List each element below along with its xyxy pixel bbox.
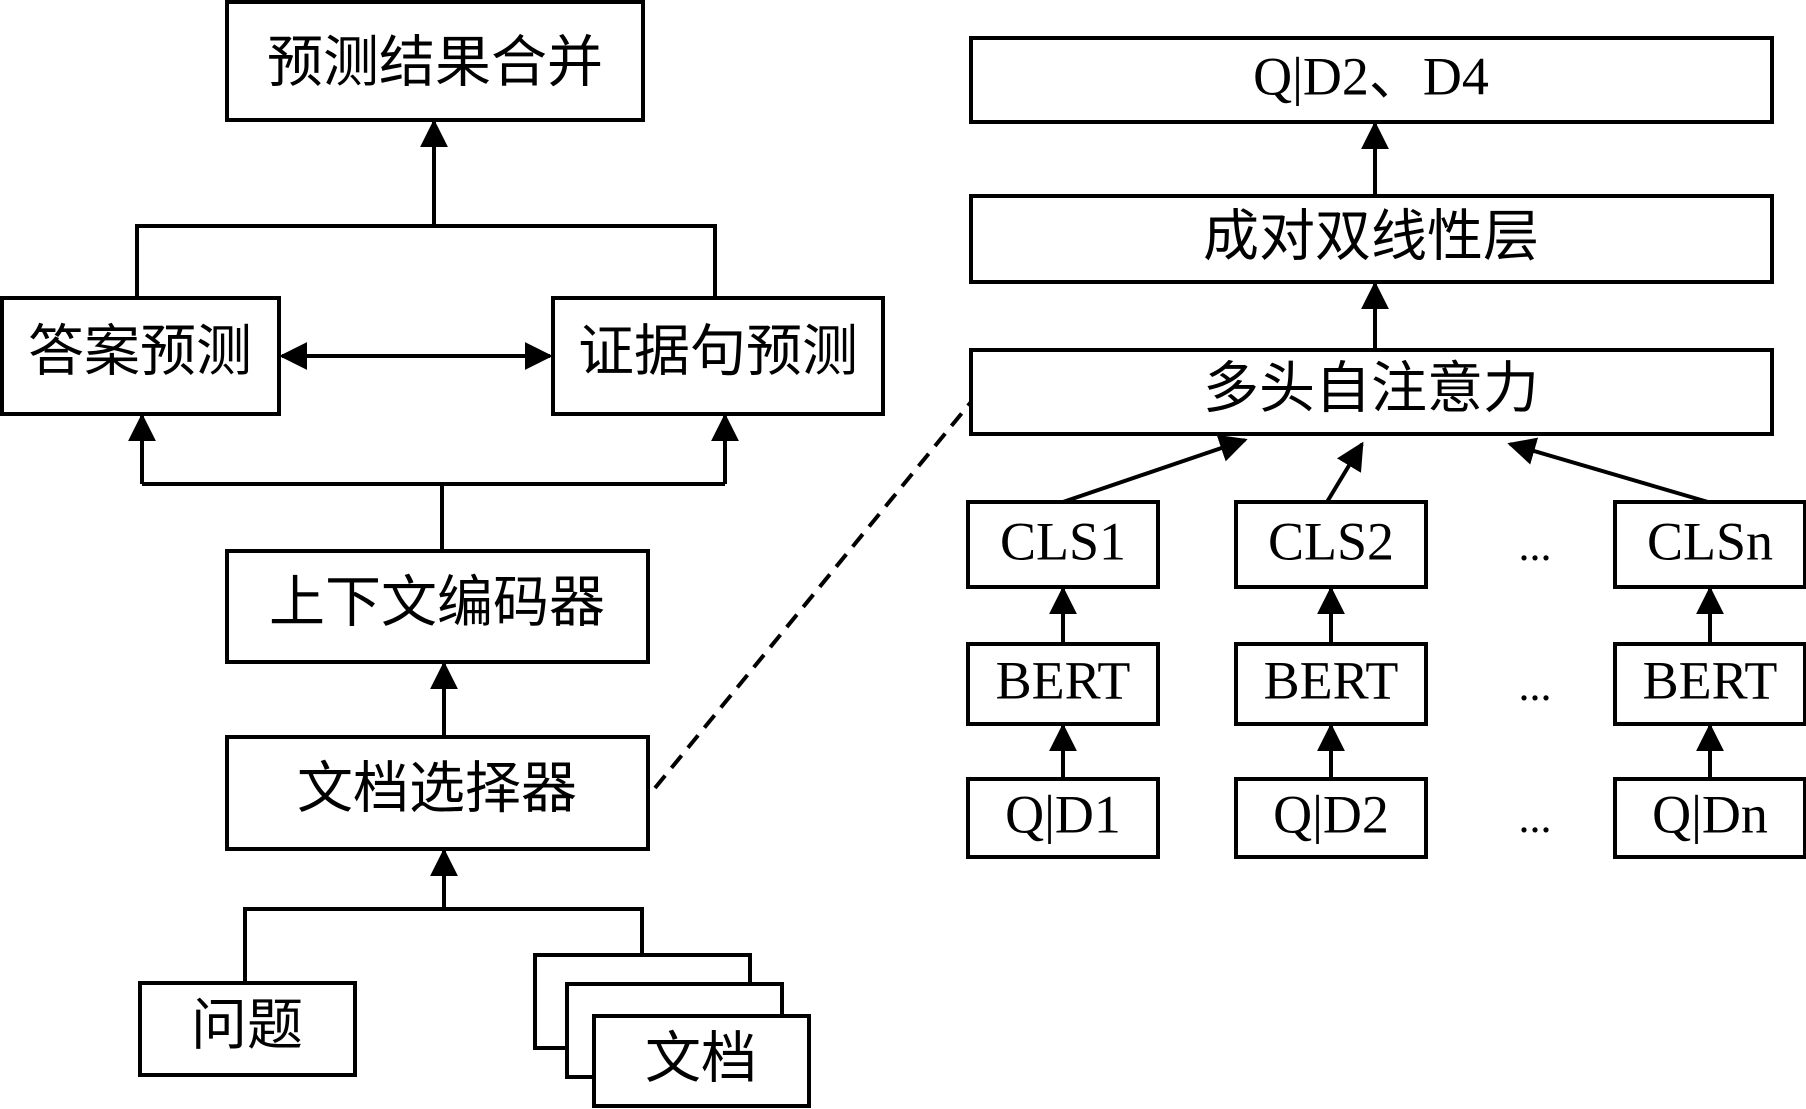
left-pipeline: 预测结果合并 答案预测 证据句预测 上下文编码器 文档选择器 问题 bbox=[0, 0, 973, 1108]
self-attention-node: 多头自注意力 bbox=[969, 348, 1774, 436]
documents-label: 文档 bbox=[645, 1027, 757, 1092]
bert-n-label: BERT bbox=[1643, 650, 1778, 710]
ellipsis-input: ... bbox=[1519, 793, 1552, 842]
input-n-label: Q|Dn bbox=[1652, 784, 1768, 844]
output-label: Q|D2、D4 bbox=[1253, 46, 1489, 106]
answer-prediction-label: 答案预测 bbox=[28, 320, 252, 385]
context-encoder-label: 上下文编码器 bbox=[269, 571, 605, 636]
output-node: Q|D2、D4 bbox=[969, 36, 1774, 124]
merge-label: 预测结果合并 bbox=[267, 31, 603, 96]
input-2-label: Q|D2 bbox=[1273, 784, 1389, 844]
column-2: CLS2 BERT Q|D2 bbox=[1234, 500, 1428, 859]
ellipsis-bert: ... bbox=[1519, 661, 1552, 710]
evidence-prediction-node: 证据句预测 bbox=[551, 296, 885, 416]
merge-node: 预测结果合并 bbox=[225, 0, 645, 122]
right-connectors bbox=[1049, 121, 1724, 779]
cls-2-label: CLS2 bbox=[1268, 511, 1394, 571]
cls-n-label: CLSn bbox=[1647, 511, 1773, 571]
bert-2-label: BERT bbox=[1264, 650, 1399, 710]
document-selector-label: 文档选择器 bbox=[297, 757, 577, 822]
column-n: CLSn BERT Q|Dn bbox=[1613, 500, 1806, 859]
column-1: CLS1 BERT Q|D1 bbox=[966, 500, 1160, 859]
bilinear-layer-node: 成对双线性层 bbox=[969, 194, 1774, 284]
bert-1-label: BERT bbox=[996, 650, 1131, 710]
ellipsis-cls: ... bbox=[1519, 521, 1552, 570]
zoom-dashed-line bbox=[653, 400, 973, 790]
documents-stack: 文档 bbox=[533, 953, 811, 1108]
left-connectors bbox=[128, 119, 739, 983]
question-node: 问题 bbox=[138, 981, 357, 1077]
right-pipeline: Q|D2、D4 成对双线性层 多头自注意力 CLS1 BERT Q|D1 CLS… bbox=[966, 36, 1806, 859]
context-encoder-node: 上下文编码器 bbox=[225, 549, 650, 664]
answer-prediction-node: 答案预测 bbox=[0, 296, 281, 416]
evidence-prediction-label: 证据句预测 bbox=[578, 320, 858, 385]
input-1-label: Q|D1 bbox=[1005, 784, 1121, 844]
question-label: 问题 bbox=[191, 994, 303, 1059]
bilinear-layer-label: 成对双线性层 bbox=[1203, 205, 1539, 270]
self-attention-label: 多头自注意力 bbox=[1203, 357, 1539, 422]
cls-1-label: CLS1 bbox=[1000, 511, 1126, 571]
document-selector-node: 文档选择器 bbox=[225, 735, 650, 851]
